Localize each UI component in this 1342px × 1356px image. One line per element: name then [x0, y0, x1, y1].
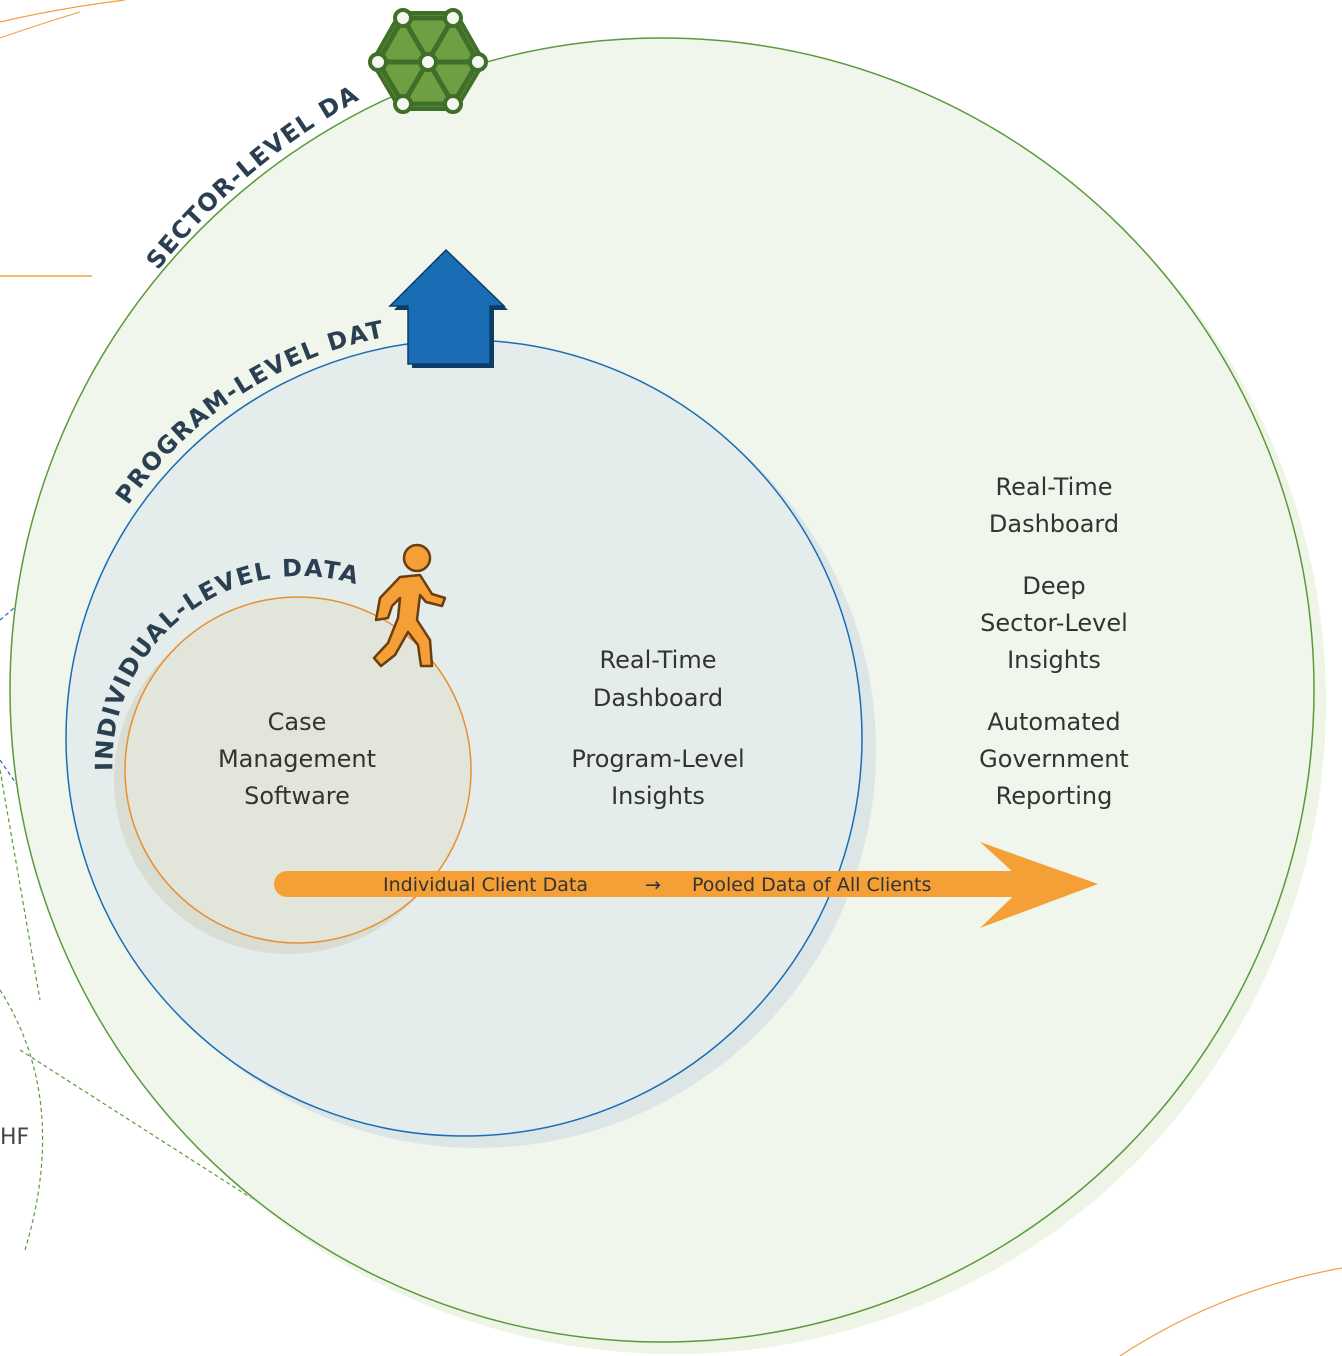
program-dashboard-line1: Real-Time — [600, 646, 717, 674]
side-text-fragment: HF — [0, 1125, 29, 1150]
green-dashed-connector — [0, 769, 41, 1001]
orange-decor-line — [0, 11, 81, 39]
data-flow-arrow: Individual Client Data → Pooled Data of … — [274, 842, 1098, 928]
house-icon — [388, 248, 508, 368]
sector-dashboard-line1: Real-Time — [996, 473, 1113, 501]
sector-dashboard-line2: Dashboard — [989, 510, 1119, 538]
management-text: Management — [218, 745, 376, 773]
arrow-shaft — [274, 871, 1034, 897]
individual-circle-text: Case Management Software — [218, 708, 376, 810]
pooled-data-label: Pooled Data of All Clients — [692, 874, 931, 896]
sector-reporting-line2: Government — [979, 745, 1129, 773]
sector-reporting-line3: Reporting — [996, 782, 1113, 810]
program-insights-line2: Insights — [611, 782, 705, 810]
flow-arrow-symbol: → — [645, 874, 661, 896]
green-dashed-connector — [19, 1049, 271, 1211]
sector-insights-line2: Sector-Level — [980, 609, 1128, 637]
individual-circle — [124, 596, 472, 944]
arrow-head — [980, 842, 1098, 928]
program-circle-text: Real-Time Dashboard Program-Level Insigh… — [571, 646, 744, 810]
sector-circle-text: Real-Time Dashboard Deep Sector-Level In… — [979, 473, 1129, 810]
sector-insights-line3: Insights — [1007, 646, 1101, 674]
walking-person-icon — [372, 543, 447, 668]
program-dashboard-line2: Dashboard — [593, 684, 723, 712]
sector-reporting-line1: Automated — [987, 708, 1120, 736]
case-text: Case — [268, 708, 327, 736]
green-dashed-curve — [0, 989, 44, 1251]
individual-client-data-label: Individual Client Data — [383, 874, 588, 896]
sector-insights-line1: Deep — [1022, 572, 1085, 600]
house-icon-body — [388, 248, 506, 365]
network-icon — [368, 8, 488, 114]
orange-decor-line — [1119, 1267, 1342, 1356]
individual-level-circle — [114, 596, 472, 954]
orange-decor-line — [0, 0, 126, 23]
software-text: Software — [244, 782, 350, 810]
program-insights-line1: Program-Level — [571, 745, 744, 773]
